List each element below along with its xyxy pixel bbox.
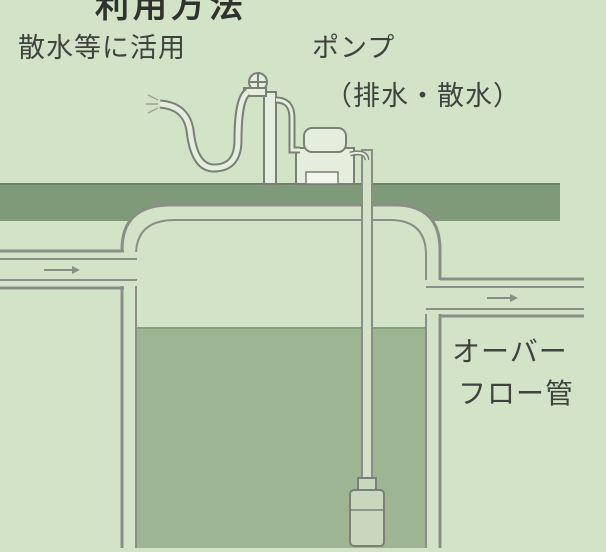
suction-pipe: [361, 149, 373, 501]
sprinkle-use-label: 散水等に活用: [18, 33, 186, 64]
overflow-label-line1: オーバー: [452, 335, 568, 368]
faucet-icon: [243, 72, 268, 97]
water-spray-icon: [146, 94, 159, 114]
submersible-pump: [349, 477, 385, 547]
surface-pump: [295, 127, 370, 185]
overflow-label-line2: フロー管: [458, 377, 575, 410]
pump-purpose-label: （排水・散水）: [325, 81, 521, 112]
faucet-riser: [263, 91, 300, 185]
outflow-arrow: [487, 294, 518, 302]
garden-hose: [159, 88, 251, 173]
diagram-title-fragment: 利用方法: [95, 0, 247, 26]
pump-label: ポンプ: [312, 33, 396, 64]
inflow-arrow: [44, 266, 80, 274]
